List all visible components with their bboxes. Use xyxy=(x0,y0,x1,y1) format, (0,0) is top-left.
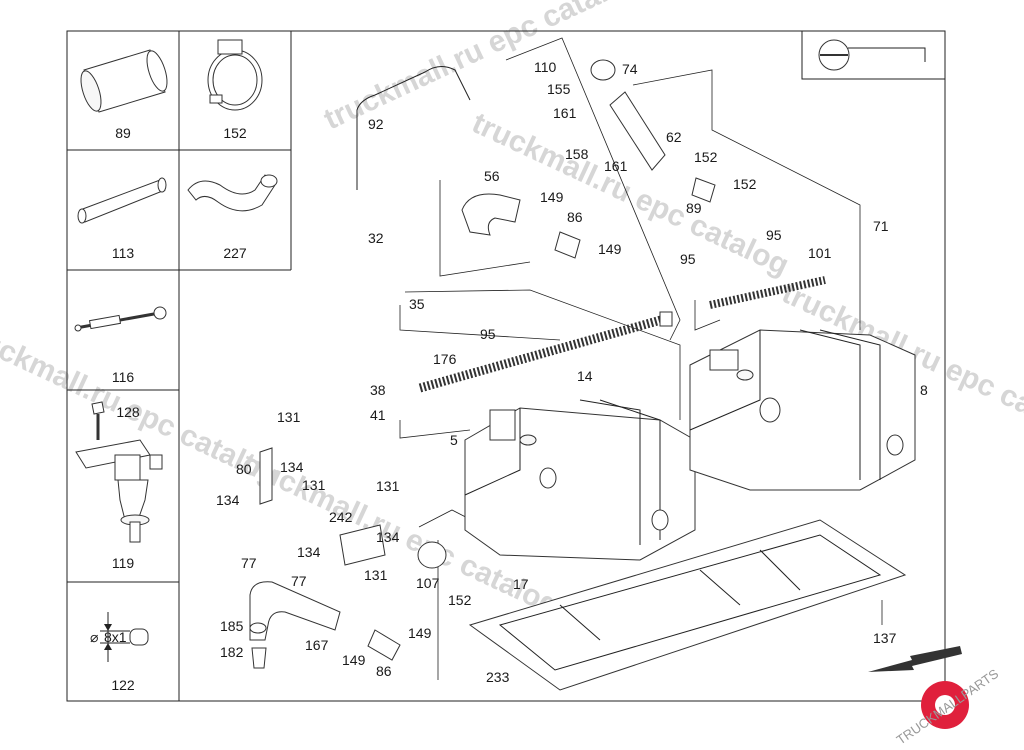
part-callout[interactable]: 110 xyxy=(534,59,557,75)
part-callout[interactable]: 89 xyxy=(686,200,702,216)
legend-label[interactable]: 113 xyxy=(112,245,135,261)
part-callout[interactable]: 5 xyxy=(450,432,458,448)
part-callout[interactable]: 95 xyxy=(480,326,496,342)
part-callout[interactable]: 149 xyxy=(540,189,564,205)
legend-label[interactable]: 89 xyxy=(115,125,131,141)
hose-89 xyxy=(691,177,716,203)
part-callout[interactable]: 161 xyxy=(604,158,628,174)
part-callout[interactable]: 86 xyxy=(567,209,583,225)
seal-185 xyxy=(249,622,267,634)
dimension-text: 8x1 xyxy=(104,629,127,645)
hose-167 xyxy=(249,581,341,641)
part-callout[interactable]: 77 xyxy=(291,573,307,589)
dimension-icon: ⌀ 8x1 xyxy=(90,612,149,662)
bracket-80 xyxy=(259,447,273,505)
part-callout[interactable]: 137 xyxy=(873,630,897,646)
part-callout[interactable]: 32 xyxy=(368,230,384,246)
hose-86-lower xyxy=(367,629,401,661)
part-callout[interactable]: 134 xyxy=(376,529,400,545)
part-callout[interactable]: 77 xyxy=(241,555,257,571)
fuel-tank-left xyxy=(464,399,696,561)
part-callout[interactable]: 8 xyxy=(920,382,928,398)
mounting-frame-233 xyxy=(468,519,907,691)
part-callout[interactable]: 185 xyxy=(220,618,244,634)
part-callout[interactable]: 242 xyxy=(329,509,353,525)
part-callout[interactable]: 131 xyxy=(277,409,301,425)
part-callout[interactable]: 134 xyxy=(280,459,304,475)
hose-clamp-icon xyxy=(207,39,263,111)
part-callout[interactable]: 71 xyxy=(873,218,889,234)
part-callout[interactable]: 86 xyxy=(376,663,392,679)
part-callout[interactable]: 80 xyxy=(236,461,252,477)
fuel-filter-icon xyxy=(75,439,163,543)
straight-hose-icon xyxy=(77,177,167,224)
part-callout[interactable]: 149 xyxy=(598,241,622,257)
callout-labels: 110 74 155 161 62 158 161 152 152 89 92 … xyxy=(216,59,928,685)
corrugated-tube-176 xyxy=(418,311,673,393)
fuel-cap-symbol-icon xyxy=(801,30,946,80)
part-callout[interactable]: 17 xyxy=(513,576,529,592)
part-callout[interactable]: 56 xyxy=(484,168,500,184)
direction-arrow-icon xyxy=(868,646,962,672)
hose-56 xyxy=(461,193,521,236)
legend-panel: 89 152 113 227 116 xyxy=(67,31,292,701)
elbow-hose-icon xyxy=(187,174,278,212)
truckmall-logo: TRUCKMALLPARTS xyxy=(894,666,1002,748)
bracket-242 xyxy=(339,524,386,566)
drain-plug-182 xyxy=(251,647,267,669)
part-callout[interactable]: 101 xyxy=(808,245,832,261)
legend-label[interactable]: 227 xyxy=(223,245,247,261)
callout-lines xyxy=(399,37,883,680)
cap-107 xyxy=(417,541,447,569)
part-callout[interactable]: 134 xyxy=(297,544,321,560)
part-callout[interactable]: 62 xyxy=(666,129,682,145)
breather-hose-92 xyxy=(356,66,471,190)
bolt-icon xyxy=(91,401,105,440)
legend-label[interactable]: 119 xyxy=(112,555,135,571)
legend-label[interactable]: 116 xyxy=(112,369,135,385)
diameter-symbol: ⌀ xyxy=(90,629,98,645)
part-callout[interactable]: 95 xyxy=(766,227,782,243)
part-callout[interactable]: 161 xyxy=(553,105,577,121)
fuel-tank-right xyxy=(689,329,916,491)
part-callout[interactable]: 152 xyxy=(448,592,472,608)
logo-text: TRUCKMALLPARTS xyxy=(894,666,1002,748)
part-callout[interactable]: 107 xyxy=(416,575,440,591)
part-callout[interactable]: 95 xyxy=(680,251,696,267)
part-callout[interactable]: 152 xyxy=(694,149,718,165)
legend-label[interactable]: 128 xyxy=(116,404,140,420)
part-callout[interactable]: 92 xyxy=(368,116,384,132)
filler-cap-74 xyxy=(590,59,616,81)
part-callout[interactable]: 155 xyxy=(547,81,571,97)
part-callout[interactable]: 35 xyxy=(409,296,425,312)
tie-rod-icon xyxy=(74,306,167,332)
legend-label[interactable]: 152 xyxy=(223,125,247,141)
part-callout[interactable]: 233 xyxy=(486,669,510,685)
part-callout[interactable]: 167 xyxy=(305,637,329,653)
part-callout[interactable]: 74 xyxy=(622,61,638,77)
legend-label[interactable]: 122 xyxy=(111,677,135,693)
diagram-frame xyxy=(66,30,946,702)
part-callout[interactable]: 131 xyxy=(376,478,400,494)
part-callout[interactable]: 14 xyxy=(577,368,593,384)
part-callout[interactable]: 149 xyxy=(342,652,366,668)
part-callout[interactable]: 158 xyxy=(565,146,589,162)
part-callout[interactable]: 134 xyxy=(216,492,240,508)
filler-pipe-62 xyxy=(609,91,666,171)
part-callout[interactable]: 152 xyxy=(733,176,757,192)
hose-86 xyxy=(554,231,581,259)
hose-sleeve-icon xyxy=(80,49,168,113)
part-callout[interactable]: 182 xyxy=(220,644,244,660)
part-callout[interactable]: 149 xyxy=(408,625,432,641)
part-callout[interactable]: 38 xyxy=(370,382,386,398)
part-callout[interactable]: 131 xyxy=(364,567,388,583)
part-callout[interactable]: 176 xyxy=(433,351,457,367)
part-callout[interactable]: 41 xyxy=(370,407,386,423)
part-callout[interactable]: 131 xyxy=(302,477,326,493)
